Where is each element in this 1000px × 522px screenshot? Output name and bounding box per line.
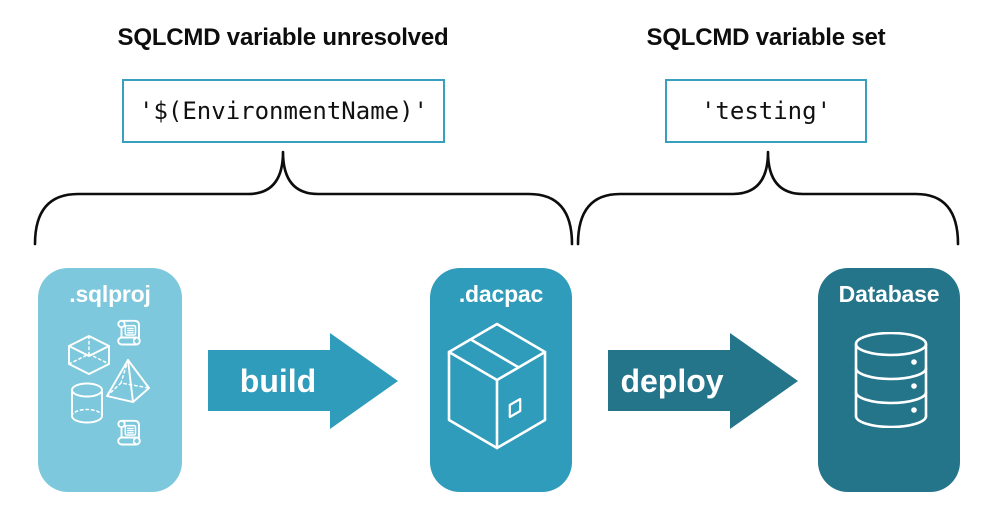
dacpac-label: .dacpac: [458, 281, 544, 307]
left-brace: [33, 150, 574, 246]
code-box-set: 'testing': [665, 79, 867, 143]
cylinder-icon: [71, 382, 103, 424]
heading-sqlcmd-set: SQLCMD variable set: [646, 24, 886, 51]
deploy-arrow: deploy: [608, 333, 798, 429]
cube-icon: [68, 335, 110, 375]
deploy-arrow-label: deploy: [620, 363, 723, 399]
braces-layer: [33, 150, 960, 246]
build-arrow: build: [208, 333, 398, 429]
code-box-unresolved: '$(EnvironmentName)': [122, 79, 445, 143]
sql-objects-icon: [68, 319, 150, 446]
code-value-unresolved: '$(EnvironmentName)': [139, 97, 428, 125]
build-arrow-shape: [208, 333, 398, 429]
code-value-set: 'testing': [700, 97, 832, 125]
database-cylinder-icon: [854, 332, 928, 428]
script-scroll-icon: [117, 319, 141, 346]
card-dacpac: .dacpac: [430, 268, 572, 492]
package-box-icon: [447, 322, 547, 450]
sqlproj-label: .sqlproj: [69, 281, 151, 307]
pyramid-icon: [106, 359, 150, 403]
database-label: Database: [838, 281, 940, 307]
script-scroll-icon: [117, 419, 141, 446]
card-sqlproj: .sqlproj: [38, 268, 182, 492]
right-brace: [576, 150, 960, 246]
build-arrow-label: build: [240, 363, 316, 399]
deploy-arrow-shape: [608, 333, 798, 429]
heading-sqlcmd-unresolved: SQLCMD variable unresolved: [117, 24, 449, 51]
card-database: Database: [818, 268, 960, 492]
